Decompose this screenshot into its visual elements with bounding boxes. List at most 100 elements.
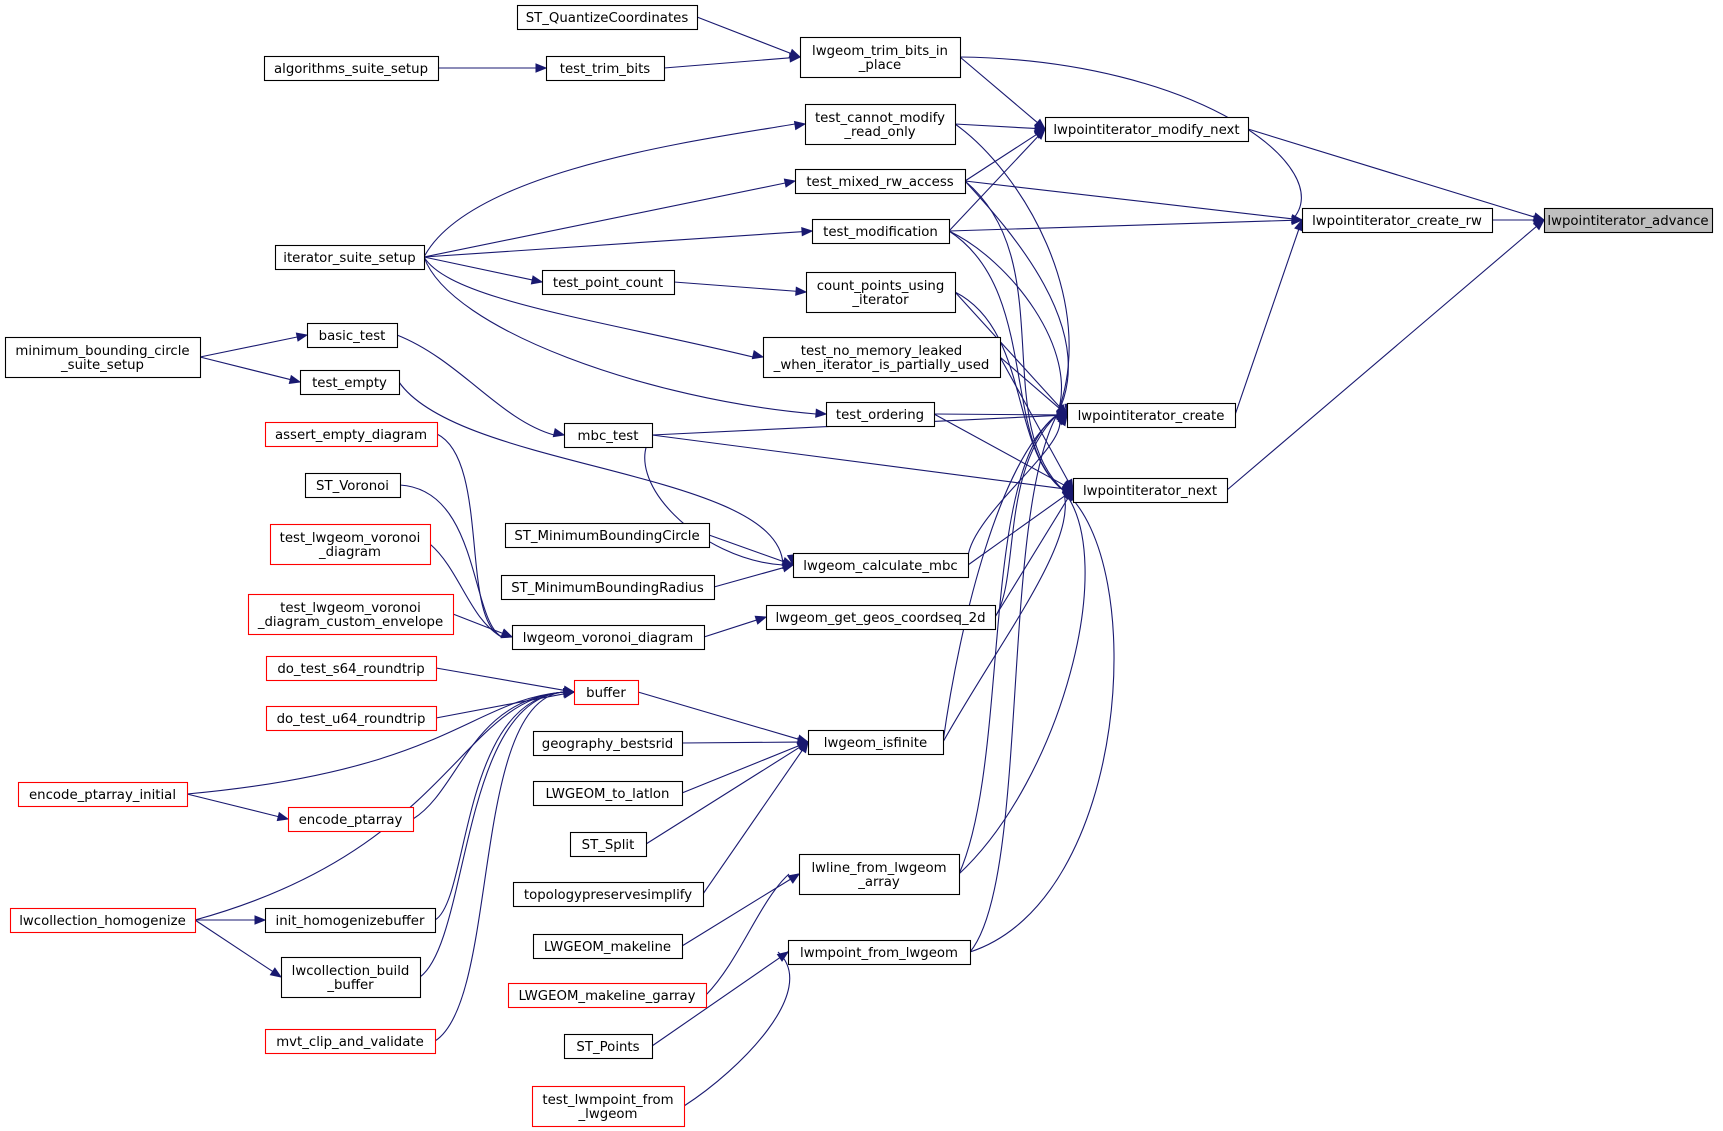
node-label: lwgeom_trim_bits_in — [812, 44, 948, 59]
node-test-cannot-modify-read-only[interactable]: test_cannot_modify_read_only — [804, 103, 957, 146]
node-test-lwmpoint-from-lwgeom[interactable]: test_lwmpoint_from_lwgeom — [531, 1085, 686, 1128]
node-label: ST_MinimumBoundingCircle — [514, 529, 699, 544]
node-label: test_lwgeom_voronoi — [280, 601, 421, 616]
node-minimum-bounding-circle-suite-setup[interactable]: minimum_bounding_circle_suite_setup — [4, 336, 202, 379]
node-count-points-using-iterator[interactable]: count_points_using_iterator — [805, 271, 957, 314]
node-encode-ptarray-initial[interactable]: encode_ptarray_initial — [17, 781, 189, 808]
edge-iterator-suite-setup-to-test-point-count — [423, 256, 544, 285]
node-ST-QuantizeCoordinates[interactable]: ST_QuantizeCoordinates — [516, 4, 699, 31]
node-test-no-memory-leaked[interactable]: test_no_memory_leaked_when_iterator_is_p… — [762, 336, 1002, 379]
node-lwpointiterator-next[interactable]: lwpointiterator_next — [1072, 477, 1229, 504]
node-LWGEOM-makeline[interactable]: LWGEOM_makeline — [532, 933, 684, 960]
node-label: test_modification — [823, 225, 938, 240]
node-box — [4, 336, 202, 379]
node-label: _place — [858, 58, 901, 73]
node-box — [1066, 402, 1237, 429]
node-ST-Points[interactable]: ST_Points — [563, 1033, 654, 1060]
node-label: mvt_clip_and_validate — [276, 1035, 424, 1050]
node-test-mixed-rw-access[interactable]: test_mixed_rw_access — [794, 168, 967, 195]
node-lwmpoint-from-lwgeom[interactable]: lwmpoint_from_lwgeom — [787, 939, 972, 966]
node-iterator-suite-setup[interactable]: iterator_suite_setup — [274, 244, 426, 271]
node-lwgeom-trim-bits-in-place[interactable]: lwgeom_trim_bits_in_place — [799, 36, 962, 79]
node-label: lwgeom_calculate_mbc — [803, 559, 957, 574]
node-lwpointiterator-advance[interactable]: lwpointiterator_advance — [1543, 207, 1714, 234]
node-init-homogenizebuffer[interactable]: init_homogenizebuffer — [264, 907, 437, 934]
node-lwgeom-get-geos-coordseq-2d[interactable]: lwgeom_get_geos_coordseq_2d — [765, 604, 997, 631]
node-label: test_ordering — [836, 408, 924, 423]
node-label: _array — [857, 875, 900, 890]
node-lwgeom-voronoi-diagram[interactable]: lwgeom_voronoi_diagram — [511, 624, 706, 651]
node-LWGEOM-to-latlon[interactable]: LWGEOM_to_latlon — [532, 780, 684, 807]
node-label: lwcollection_build — [292, 964, 410, 979]
node-label: _iterator — [851, 293, 909, 308]
node-label: _diagram — [318, 545, 381, 560]
node-test-empty[interactable]: test_empty — [299, 369, 401, 396]
node-ST-Split[interactable]: ST_Split — [569, 831, 648, 858]
node-label: lwgeom_get_geos_coordseq_2d — [775, 611, 985, 626]
node-box — [274, 244, 426, 271]
node-box — [798, 853, 961, 896]
node-basic-test[interactable]: basic_test — [306, 322, 399, 349]
node-lwpointiterator-create-rw[interactable]: lwpointiterator_create_rw — [1301, 207, 1494, 234]
node-box — [299, 369, 401, 396]
edge-basic-test-to-mbc-test — [396, 334, 566, 438]
node-test-ordering[interactable]: test_ordering — [825, 401, 936, 428]
node-label: minimum_bounding_circle — [15, 344, 189, 359]
node-lwgeom-calculate-mbc[interactable]: lwgeom_calculate_mbc — [792, 552, 970, 579]
edge-ST-MinimumBoundingRadius-to-lwgeom-calculate-mbc — [713, 563, 795, 588]
node-ST-MinimumBoundingRadius[interactable]: ST_MinimumBoundingRadius — [500, 574, 716, 601]
node-box — [9, 907, 197, 934]
edge-algorithms-suite-setup-to-test-trim-bits — [438, 63, 548, 73]
edge-iterator-suite-setup-to-test-no-memory-leaked — [423, 256, 765, 360]
node-label: _buffer — [326, 978, 374, 993]
node-geography-bestsrid[interactable]: geography_bestsrid — [532, 730, 684, 757]
node-label: _lwgeom — [578, 1107, 638, 1122]
node-do-test-u64-roundtrip[interactable]: do_test_u64_roundtrip — [265, 705, 438, 732]
node-lwline-from-lwgeom-array[interactable]: lwline_from_lwgeom_array — [798, 853, 961, 896]
node-label: ST_Split — [582, 838, 635, 853]
node-box — [563, 422, 654, 449]
node-topologypreservesimplify[interactable]: topologypreservesimplify — [512, 881, 705, 908]
node-label: do_test_s64_roundtrip — [277, 662, 424, 677]
edge-minimum-bounding-circle-suite-setup-to-test-empty — [199, 356, 302, 385]
node-test-modification[interactable]: test_modification — [811, 218, 951, 245]
node-label: lwcollection_homogenize — [19, 914, 186, 929]
node-lwcollection-build-buffer[interactable]: lwcollection_build_buffer — [280, 956, 422, 999]
node-mbc-test[interactable]: mbc_test — [563, 422, 654, 449]
node-do-test-s64-roundtrip[interactable]: do_test_s64_roundtrip — [265, 655, 438, 682]
node-mvt-clip-and-validate[interactable]: mvt_clip_and_validate — [264, 1028, 437, 1055]
edge-topologypreservesimplify-to-lwgeom-isfinite — [702, 740, 809, 895]
node-ST-MinimumBoundingCircle[interactable]: ST_MinimumBoundingCircle — [504, 522, 711, 549]
node-test-point-count[interactable]: test_point_count — [541, 269, 676, 296]
node-box — [569, 831, 648, 858]
node-test-lwgeom-voronoi-diagram-custom-envelope[interactable]: test_lwgeom_voronoi_diagram_custom_envel… — [247, 593, 455, 636]
node-box — [17, 781, 189, 808]
node-box — [804, 103, 957, 146]
node-encode-ptarray[interactable]: encode_ptarray — [287, 806, 415, 833]
node-label: geography_bestsrid — [542, 737, 674, 752]
node-lwpointiterator-create[interactable]: lwpointiterator_create — [1066, 402, 1237, 429]
node-label: LWGEOM_makeline_garray — [518, 989, 695, 1004]
node-buffer[interactable]: buffer — [573, 679, 640, 706]
node-test-lwgeom-voronoi-diagram[interactable]: test_lwgeom_voronoi_diagram — [269, 523, 432, 566]
node-label: ST_Voronoi — [316, 479, 389, 494]
node-box — [811, 218, 951, 245]
node-lwcollection-homogenize[interactable]: lwcollection_homogenize — [9, 907, 197, 934]
edge-test-modification-to-lwpointiterator-modify-next — [948, 128, 1046, 232]
node-label: LWGEOM_makeline — [544, 940, 671, 955]
node-algorithms-suite-setup[interactable]: algorithms_suite_setup — [263, 55, 440, 82]
node-label: test_point_count — [553, 276, 663, 291]
node-box — [799, 36, 962, 79]
node-lwgeom-isfinite[interactable]: lwgeom_isfinite — [807, 729, 945, 756]
node-lwpointiterator-modify-next[interactable]: lwpointiterator_modify_next — [1044, 116, 1250, 143]
node-ST-Voronoi[interactable]: ST_Voronoi — [304, 472, 402, 499]
node-label: lwpointiterator_advance — [1547, 214, 1708, 229]
node-label: test_mixed_rw_access — [806, 175, 953, 190]
edge-minimum-bounding-circle-suite-setup-to-basic-test — [199, 332, 309, 358]
node-label: _diagram_custom_envelope — [257, 615, 443, 630]
node-label: count_points_using — [817, 279, 945, 294]
node-assert-empty-diagram[interactable]: assert_empty_diagram — [264, 421, 439, 448]
node-test-trim-bits[interactable]: test_trim_bits — [545, 55, 666, 82]
node-LWGEOM-makeline-garray[interactable]: LWGEOM_makeline_garray — [507, 982, 708, 1009]
